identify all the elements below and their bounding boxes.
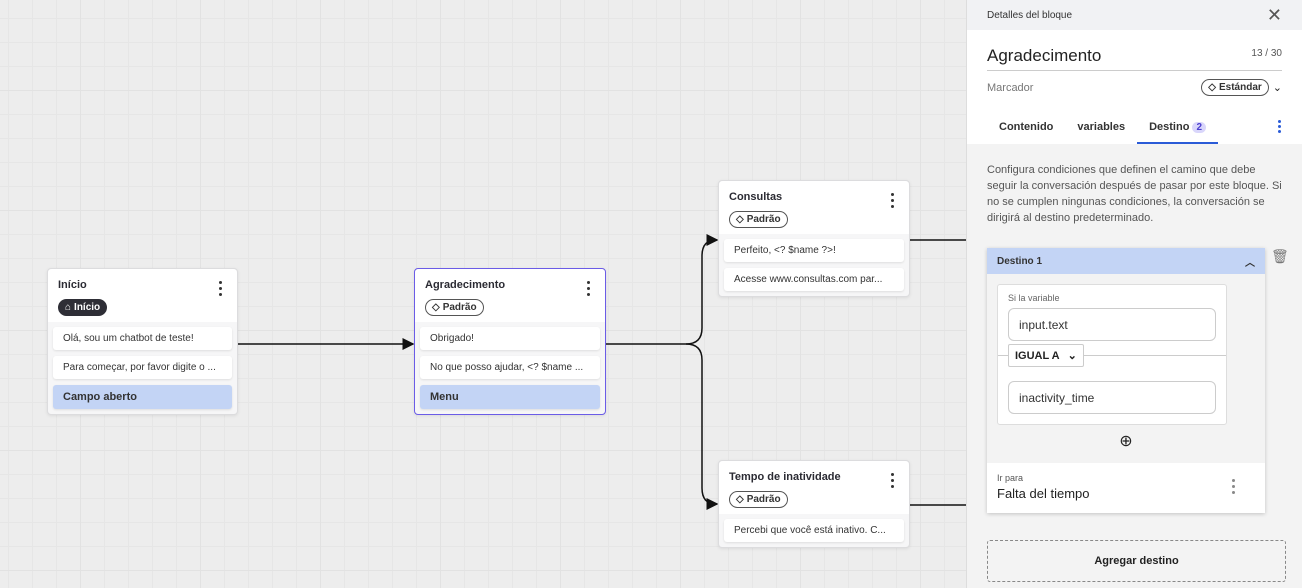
condition-box: Si la variable input.text IGUAL A⌄ inact… bbox=[997, 284, 1227, 425]
destination-card: Destino 1 ︿ Si la variable input.text IG… bbox=[987, 248, 1265, 513]
panel-header: Detalles del bloque bbox=[987, 9, 1073, 21]
node-title: Agradecimento bbox=[425, 279, 506, 291]
node-title: Consultas bbox=[729, 191, 783, 203]
node-agradecimento[interactable]: Agradecimento ◇Padrão Obrigado! No que p… bbox=[414, 268, 606, 415]
close-icon[interactable]: ✕ bbox=[1266, 4, 1282, 25]
tag-icon: ◇ bbox=[736, 214, 744, 225]
marker-tag: ◇Padrão bbox=[729, 211, 788, 228]
destination-description: Configura condiciones que definen el cam… bbox=[987, 164, 1282, 224]
chevron-up-icon[interactable]: ︿ bbox=[1245, 257, 1255, 269]
message-item[interactable]: Olá, sou um chatbot de teste! bbox=[53, 327, 232, 350]
connectors bbox=[238, 234, 966, 510]
char-count: 13 / 30 bbox=[1251, 48, 1282, 59]
message-item[interactable]: Percebi que você está inativo. C... bbox=[724, 519, 904, 542]
marker-select[interactable]: ◇Estándar ⌄ bbox=[1201, 79, 1282, 96]
more-options-icon[interactable] bbox=[1278, 120, 1282, 133]
start-tag: ⌂Início bbox=[58, 299, 108, 316]
condition-label: Si la variable bbox=[1008, 293, 1060, 303]
goto-field[interactable]: Ir para Falta del tiempo bbox=[987, 463, 1265, 513]
trash-icon[interactable]: 🗑 bbox=[1271, 248, 1289, 264]
input-item[interactable]: Menu bbox=[420, 385, 600, 409]
home-icon: ⌂ bbox=[65, 302, 72, 313]
marker-tag: ◇Padrão bbox=[425, 299, 484, 316]
add-condition-icon[interactable]: ⊕ bbox=[1119, 433, 1133, 450]
node-title: Tempo de inatividade bbox=[729, 471, 841, 483]
message-item[interactable]: Obrigado! bbox=[420, 327, 600, 350]
add-destination-button[interactable]: Agregar destino bbox=[987, 540, 1286, 582]
goto-label: Ir para bbox=[997, 473, 1024, 483]
tab-variables[interactable]: variables bbox=[1077, 121, 1126, 133]
block-details-panel: Detalles del bloque ✕ Agradecimento 13 /… bbox=[966, 0, 1302, 588]
chevron-down-icon: ⌄ bbox=[1067, 350, 1077, 362]
input-item[interactable]: Campo aberto bbox=[53, 385, 232, 409]
goto-value: Falta del tiempo bbox=[997, 486, 1090, 501]
more-options-icon[interactable] bbox=[889, 473, 895, 491]
tab-contenido[interactable]: Contenido bbox=[999, 121, 1054, 133]
flow-canvas[interactable]: Início ⌂Início Olá, sou um chatbot de te… bbox=[0, 0, 966, 588]
tag-icon: ◇ bbox=[432, 302, 440, 313]
variable-input[interactable]: input.text bbox=[1008, 308, 1216, 341]
chevron-down-icon: ⌄ bbox=[1272, 82, 1282, 94]
node-title: Início bbox=[58, 279, 87, 291]
tag-icon: ◇ bbox=[1208, 82, 1216, 93]
node-consultas[interactable]: Consultas ◇Padrão Perfeito, <? $name ?>!… bbox=[718, 180, 910, 297]
more-options-icon[interactable] bbox=[585, 281, 591, 299]
value-input[interactable]: inactivity_time bbox=[1008, 381, 1216, 414]
node-tempo-inatividade[interactable]: Tempo de inatividade ◇Padrão Percebi que… bbox=[718, 460, 910, 548]
more-options-icon[interactable] bbox=[889, 193, 895, 211]
node-inicio[interactable]: Início ⌂Início Olá, sou um chatbot de te… bbox=[47, 268, 238, 415]
marker-tag: ◇Padrão bbox=[729, 491, 788, 508]
more-options-icon[interactable] bbox=[217, 281, 223, 299]
connector-agradecimento-consultas bbox=[606, 234, 719, 345]
message-item[interactable]: Para começar, por favor digite o ... bbox=[53, 356, 232, 379]
more-options-icon[interactable] bbox=[1232, 479, 1235, 494]
destination-title: Destino 1 bbox=[997, 255, 1043, 267]
message-item[interactable]: Acesse www.consultas.com par... bbox=[724, 268, 904, 291]
marker-label: Marcador bbox=[987, 81, 1034, 94]
message-item[interactable]: No que posso ajudar, <? $name ... bbox=[420, 356, 600, 379]
count-badge: 2 bbox=[1192, 122, 1206, 133]
message-item[interactable]: Perfeito, <? $name ?>! bbox=[724, 239, 904, 262]
tag-icon: ◇ bbox=[736, 494, 744, 505]
operator-select[interactable]: IGUAL A⌄ bbox=[1008, 344, 1084, 367]
connector-agradecimento-tempo bbox=[685, 343, 719, 510]
block-title-input[interactable]: Agradecimento bbox=[987, 46, 1102, 65]
